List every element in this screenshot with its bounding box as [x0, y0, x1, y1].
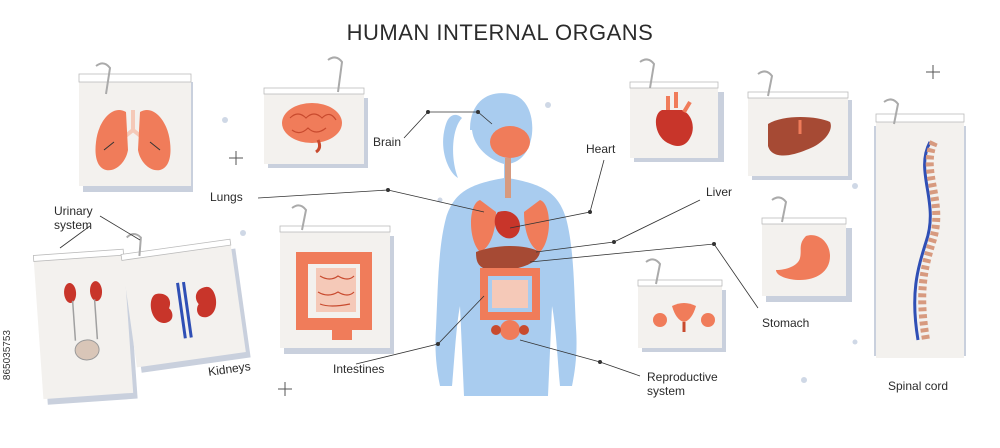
urinary-card	[32, 248, 138, 405]
body-figure	[435, 93, 577, 396]
label-intestines: Intestines	[333, 362, 385, 376]
label-stomach: Stomach	[762, 316, 810, 330]
reproductive-card	[637, 258, 726, 352]
brain-card	[263, 56, 368, 168]
label-reproductive-line1: Reproductive	[647, 370, 718, 384]
label-spinal-cord: Spinal cord	[888, 379, 949, 393]
intestines-card	[279, 204, 394, 354]
lungs-card	[78, 62, 193, 192]
label-lungs: Lungs	[210, 190, 243, 204]
stock-id: 865035753	[2, 330, 13, 381]
label-urinary-line2: system	[54, 218, 93, 232]
liver-card	[747, 70, 852, 180]
page-title: HUMAN INTERNAL ORGANS	[346, 20, 654, 45]
stomach-card	[761, 196, 852, 302]
label-brain: Brain	[373, 135, 402, 149]
label-urinary-line1: Urinary	[54, 204, 93, 218]
kidneys-card	[120, 232, 251, 373]
label-liver: Liver	[706, 185, 733, 199]
heart-card	[629, 58, 724, 162]
spinal-cord-card	[874, 98, 966, 358]
label-reproductive: Reproductive system	[647, 370, 718, 398]
decorative-marks	[229, 65, 940, 396]
label-heart: Heart	[586, 142, 616, 156]
label-reproductive-line2: system	[647, 384, 686, 398]
leader-dots	[386, 110, 716, 364]
label-urinary: Urinary system	[54, 204, 93, 232]
